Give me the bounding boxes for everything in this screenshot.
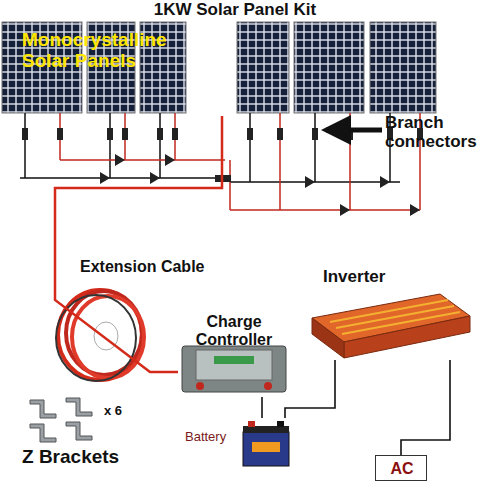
inverter-device <box>312 294 470 358</box>
panel-wiring <box>20 113 420 210</box>
solar-panel-array: Monocrystalline Solar Panels <box>0 20 450 116</box>
node-text: Monocrystalline Solar Panels <box>22 30 212 72</box>
wire-line <box>285 360 335 418</box>
wire-line <box>401 360 450 455</box>
charge-controller: Charge Controller <box>178 313 290 397</box>
quantity-label: x 6 <box>104 404 144 418</box>
node-text: Inverter <box>323 268 443 287</box>
wire-line <box>261 397 263 418</box>
wire-connector <box>401 360 450 455</box>
node-text: Battery <box>185 430 243 444</box>
wire-connector <box>285 360 335 418</box>
battery-device <box>243 421 289 466</box>
charge-controller-device <box>182 346 286 392</box>
callout-label: Branch connectors <box>385 114 485 151</box>
black-wire <box>20 113 225 178</box>
diagram-title: 1KW Solar Panel Kit <box>115 1 355 20</box>
callout-arrow <box>326 128 382 133</box>
wire-connector <box>262 397 263 418</box>
solar-panel <box>237 22 289 113</box>
z-brackets <box>30 398 92 442</box>
node-text: AC <box>376 460 428 478</box>
node-text: Charge Controller <box>184 313 284 348</box>
part-label: Z Brackets <box>22 447 172 468</box>
black-wire <box>230 113 400 182</box>
ac-output-box: AC <box>375 455 427 481</box>
solar-panel <box>294 22 364 113</box>
battery: Battery <box>185 418 293 472</box>
solar-panels <box>2 22 436 113</box>
red-wire <box>60 113 225 160</box>
solar-panel <box>370 22 436 113</box>
cable-label: Extension Cable <box>80 258 240 276</box>
inverter: Inverter <box>305 268 475 360</box>
